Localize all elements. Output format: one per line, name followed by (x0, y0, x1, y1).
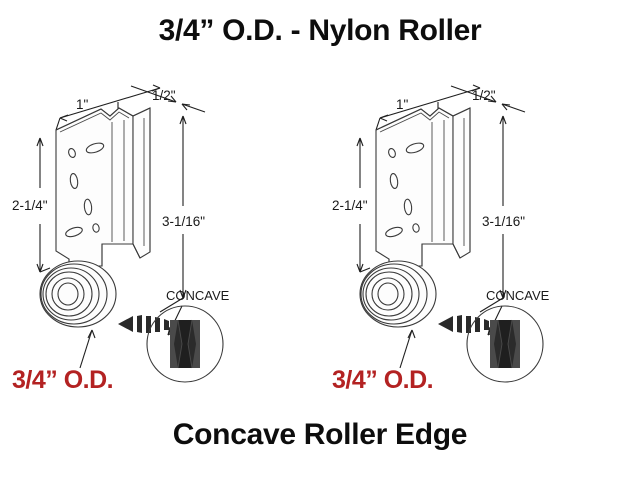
concave-profile-icon (170, 319, 200, 369)
dimension-plate-height-left: 2-1/4" (12, 137, 51, 273)
bracket-perforations-right (385, 142, 425, 238)
dimension-label-overall-height: 3-1/16" (482, 214, 525, 229)
roller-od-callout-right: 3/4” O.D. (332, 329, 434, 394)
dimension-label-overall-height: 3-1/16" (162, 214, 205, 229)
page-caption: Concave Roller Edge (172, 418, 468, 451)
dimension-flange-depth-right: 1/2" (450, 85, 526, 113)
roller-od-label: 3/4” O.D. (332, 366, 433, 394)
concave-detail-right: CONCAVE (466, 288, 550, 383)
roller-bracket-right (375, 107, 471, 267)
roller-pointer-arrow-left (118, 315, 169, 333)
nylon-roller-wheel-right (359, 260, 437, 328)
dimension-overall-height-left: 3-1/16" (159, 115, 205, 313)
dimension-label-flange-depth: 1/2" (472, 88, 496, 103)
roller-od-label: 3/4” O.D. (12, 366, 113, 394)
concave-detail-left: CONCAVE (146, 288, 230, 383)
roller-diagram-right: 1" 1/2" (320, 76, 640, 396)
roller-od-callout-left: 3/4” O.D. (12, 329, 114, 394)
concave-detail-label: CONCAVE (166, 288, 230, 303)
dimension-label-plate-height: 2-1/4" (332, 198, 368, 213)
dimension-label-plate-height: 2-1/4" (12, 198, 48, 213)
page-title: 3/4” O.D. - Nylon Roller (158, 14, 482, 47)
dimension-label-top-width: 1" (396, 97, 409, 112)
concave-detail-label: CONCAVE (486, 288, 550, 303)
dimension-top-width-left: 1" (55, 84, 161, 131)
roller-diagram-left: 1" 1/2" (0, 76, 320, 396)
dimension-top-width-right: 1" (375, 84, 481, 131)
bracket-perforations-left (65, 142, 105, 238)
dimension-flange-depth-left: 1/2" (130, 85, 206, 113)
dimension-overall-height-right: 3-1/16" (479, 115, 525, 313)
roller-pointer-arrow-right (438, 315, 489, 333)
dimension-label-top-width: 1" (76, 97, 89, 112)
concave-profile-icon (490, 319, 520, 369)
nylon-roller-wheel-left (39, 260, 117, 328)
dimension-label-flange-depth: 1/2" (152, 88, 176, 103)
dimension-plate-height-right: 2-1/4" (332, 137, 371, 273)
roller-bracket-left (55, 107, 151, 267)
